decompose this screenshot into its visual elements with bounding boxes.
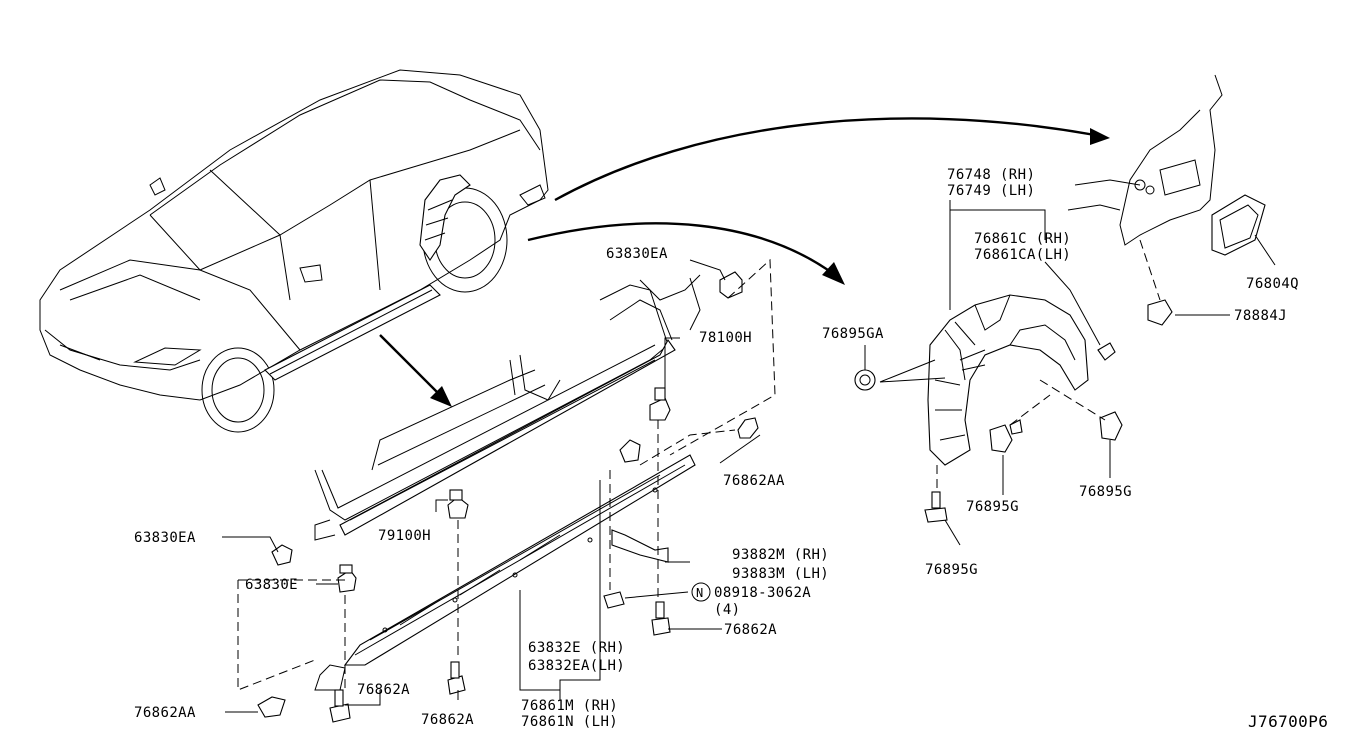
label-76862AA-left: 76862AA: [134, 705, 196, 721]
svg-text:N: N: [696, 586, 704, 600]
label-76862A-right: 76862A: [724, 622, 777, 638]
label-76861N: 76861N (LH): [521, 714, 618, 730]
label-78100H-top: 78100H: [699, 330, 752, 346]
leader-lines: [222, 200, 1276, 713]
label-76748: 76748 (RH): [947, 167, 1035, 183]
label-76895GA: 76895GA: [822, 326, 884, 342]
part-labels: 63830EA 78100H 76862AA 63830EA 79100H 63…: [134, 167, 1328, 731]
label-76804Q: 76804Q: [1246, 276, 1299, 292]
label-63830EA-top: 63830EA: [606, 246, 668, 262]
label-63832EA: 63832EA(LH): [528, 658, 625, 674]
label-76862A-bottom-2: 76862A: [421, 712, 474, 728]
label-76861CA: 76861CA(LH): [974, 247, 1071, 263]
label-93883M: 93883M (LH): [732, 566, 829, 582]
label-76862AA-right: 76862AA: [723, 473, 785, 489]
label-63830E: 63830E: [245, 577, 298, 593]
rear-body-assembly: [1067, 74, 1266, 326]
label-76861M: 76861M (RH): [521, 698, 618, 714]
label-76895G-mid: 76895G: [966, 499, 1019, 515]
label-08918-3062A: 08918-3062A: [714, 585, 811, 601]
car-illustration: [39, 69, 549, 433]
label-93882M: 93882M (RH): [732, 547, 829, 563]
label-76861C: 76861C (RH): [974, 231, 1071, 247]
direction-arrows: [379, 117, 1110, 407]
label-76749: 76749 (LH): [947, 183, 1035, 199]
nut-symbol-icon: N: [691, 582, 711, 602]
diagram-code: J76700P6: [1248, 712, 1328, 731]
label-76862A-bottom-1: 76862A: [357, 682, 410, 698]
label-78884J: 78884J: [1234, 308, 1287, 324]
label-63830EA-left: 63830EA: [134, 530, 196, 546]
side-sill-assembly: [237, 258, 776, 723]
fender-protector-assembly: [854, 294, 1123, 523]
label-79100H: 79100H: [378, 528, 431, 544]
label-08918-qty: (4): [714, 602, 741, 618]
label-76895G-right: 76895G: [1079, 484, 1132, 500]
label-76895G-bottom: 76895G: [925, 562, 978, 578]
label-63832E: 63832E (RH): [528, 640, 625, 656]
